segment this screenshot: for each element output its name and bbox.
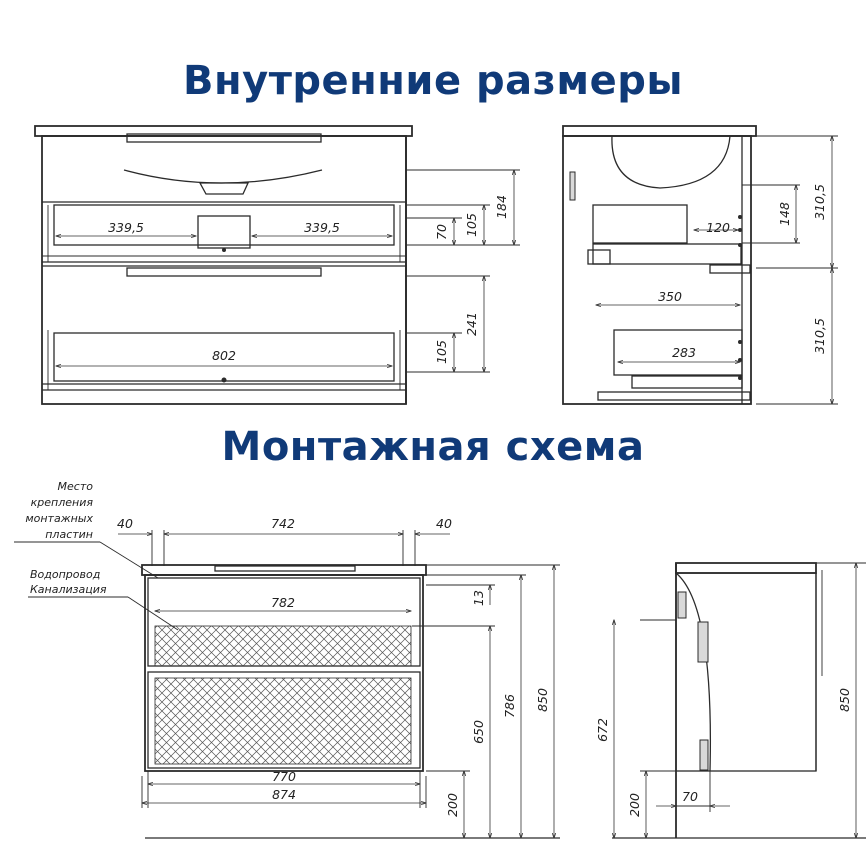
internal-side-view: 120 350 283 148 310,5 310,5 [562, 125, 838, 405]
note-sewer: Канализация [30, 583, 107, 596]
mount-side-view: 672 850 200 70 [595, 562, 866, 839]
dim-339-left: 339,5 [108, 220, 144, 235]
dim-13: 13 [471, 590, 486, 606]
dim-105-top: 105 [464, 213, 479, 237]
upper-drawer-box [53, 204, 395, 246]
note-plates-4: пластин [45, 528, 93, 541]
side-body [562, 135, 752, 405]
sink-rim [126, 133, 322, 143]
note-plates-1: Место [58, 480, 94, 493]
dim-339-right: 339,5 [304, 220, 340, 235]
dim-241: 241 [464, 312, 479, 336]
mount-front-view: 40 742 40 782 770 874 13 650 786 850 200 [14, 480, 560, 839]
note-water: Водопровод [30, 568, 100, 581]
mount-body [144, 574, 424, 772]
dim-850: 850 [535, 688, 550, 712]
dim-350: 350 [658, 289, 682, 304]
dim-283: 283 [672, 345, 696, 360]
dim-786: 786 [502, 694, 517, 718]
water-sewer-zone-lower [154, 677, 412, 765]
cabinet-body [41, 135, 407, 405]
dim-770: 770 [272, 769, 296, 784]
dim-874: 874 [272, 787, 296, 802]
dim-70: 70 [434, 224, 449, 240]
side-lower-drawer [613, 329, 743, 376]
drain [198, 182, 250, 195]
mounting-scheme-title: Монтажная схема [221, 424, 645, 470]
dim-200: 200 [445, 793, 460, 817]
sink-bowl [123, 169, 323, 184]
internal-front-view: 339,5 339,5 802 70 105 184 105 241 [34, 125, 520, 405]
side-upper-drawer [592, 204, 688, 244]
dim-105-bottom: 105 [434, 340, 449, 364]
drawer-handle-upper [126, 267, 322, 277]
mount-side-body [675, 572, 817, 772]
dim-310-bottom: 310,5 [812, 318, 827, 354]
dim-200-side: 200 [627, 793, 642, 817]
dim-40-left: 40 [117, 516, 133, 531]
internal-dimensions-title: Внутренние размеры [183, 58, 683, 104]
side-sink-bowl [611, 135, 731, 189]
dim-802: 802 [212, 348, 236, 363]
side-countertop [562, 125, 757, 137]
dim-672: 672 [595, 718, 610, 742]
dim-850-side: 850 [837, 688, 852, 712]
dim-650: 650 [471, 720, 486, 744]
dim-40-right: 40 [436, 516, 452, 531]
note-plates-2: крепления [31, 496, 94, 509]
dim-184: 184 [494, 195, 509, 219]
dim-70-side: 70 [682, 789, 698, 804]
dim-742: 742 [271, 516, 295, 531]
siphon-cutout [197, 215, 251, 249]
dim-120: 120 [706, 220, 730, 235]
note-plates-3: монтажных [25, 512, 93, 525]
dim-782: 782 [271, 595, 295, 610]
water-sewer-zone-upper [154, 625, 412, 667]
dim-148: 148 [777, 202, 792, 226]
dim-310-top: 310,5 [812, 184, 827, 220]
